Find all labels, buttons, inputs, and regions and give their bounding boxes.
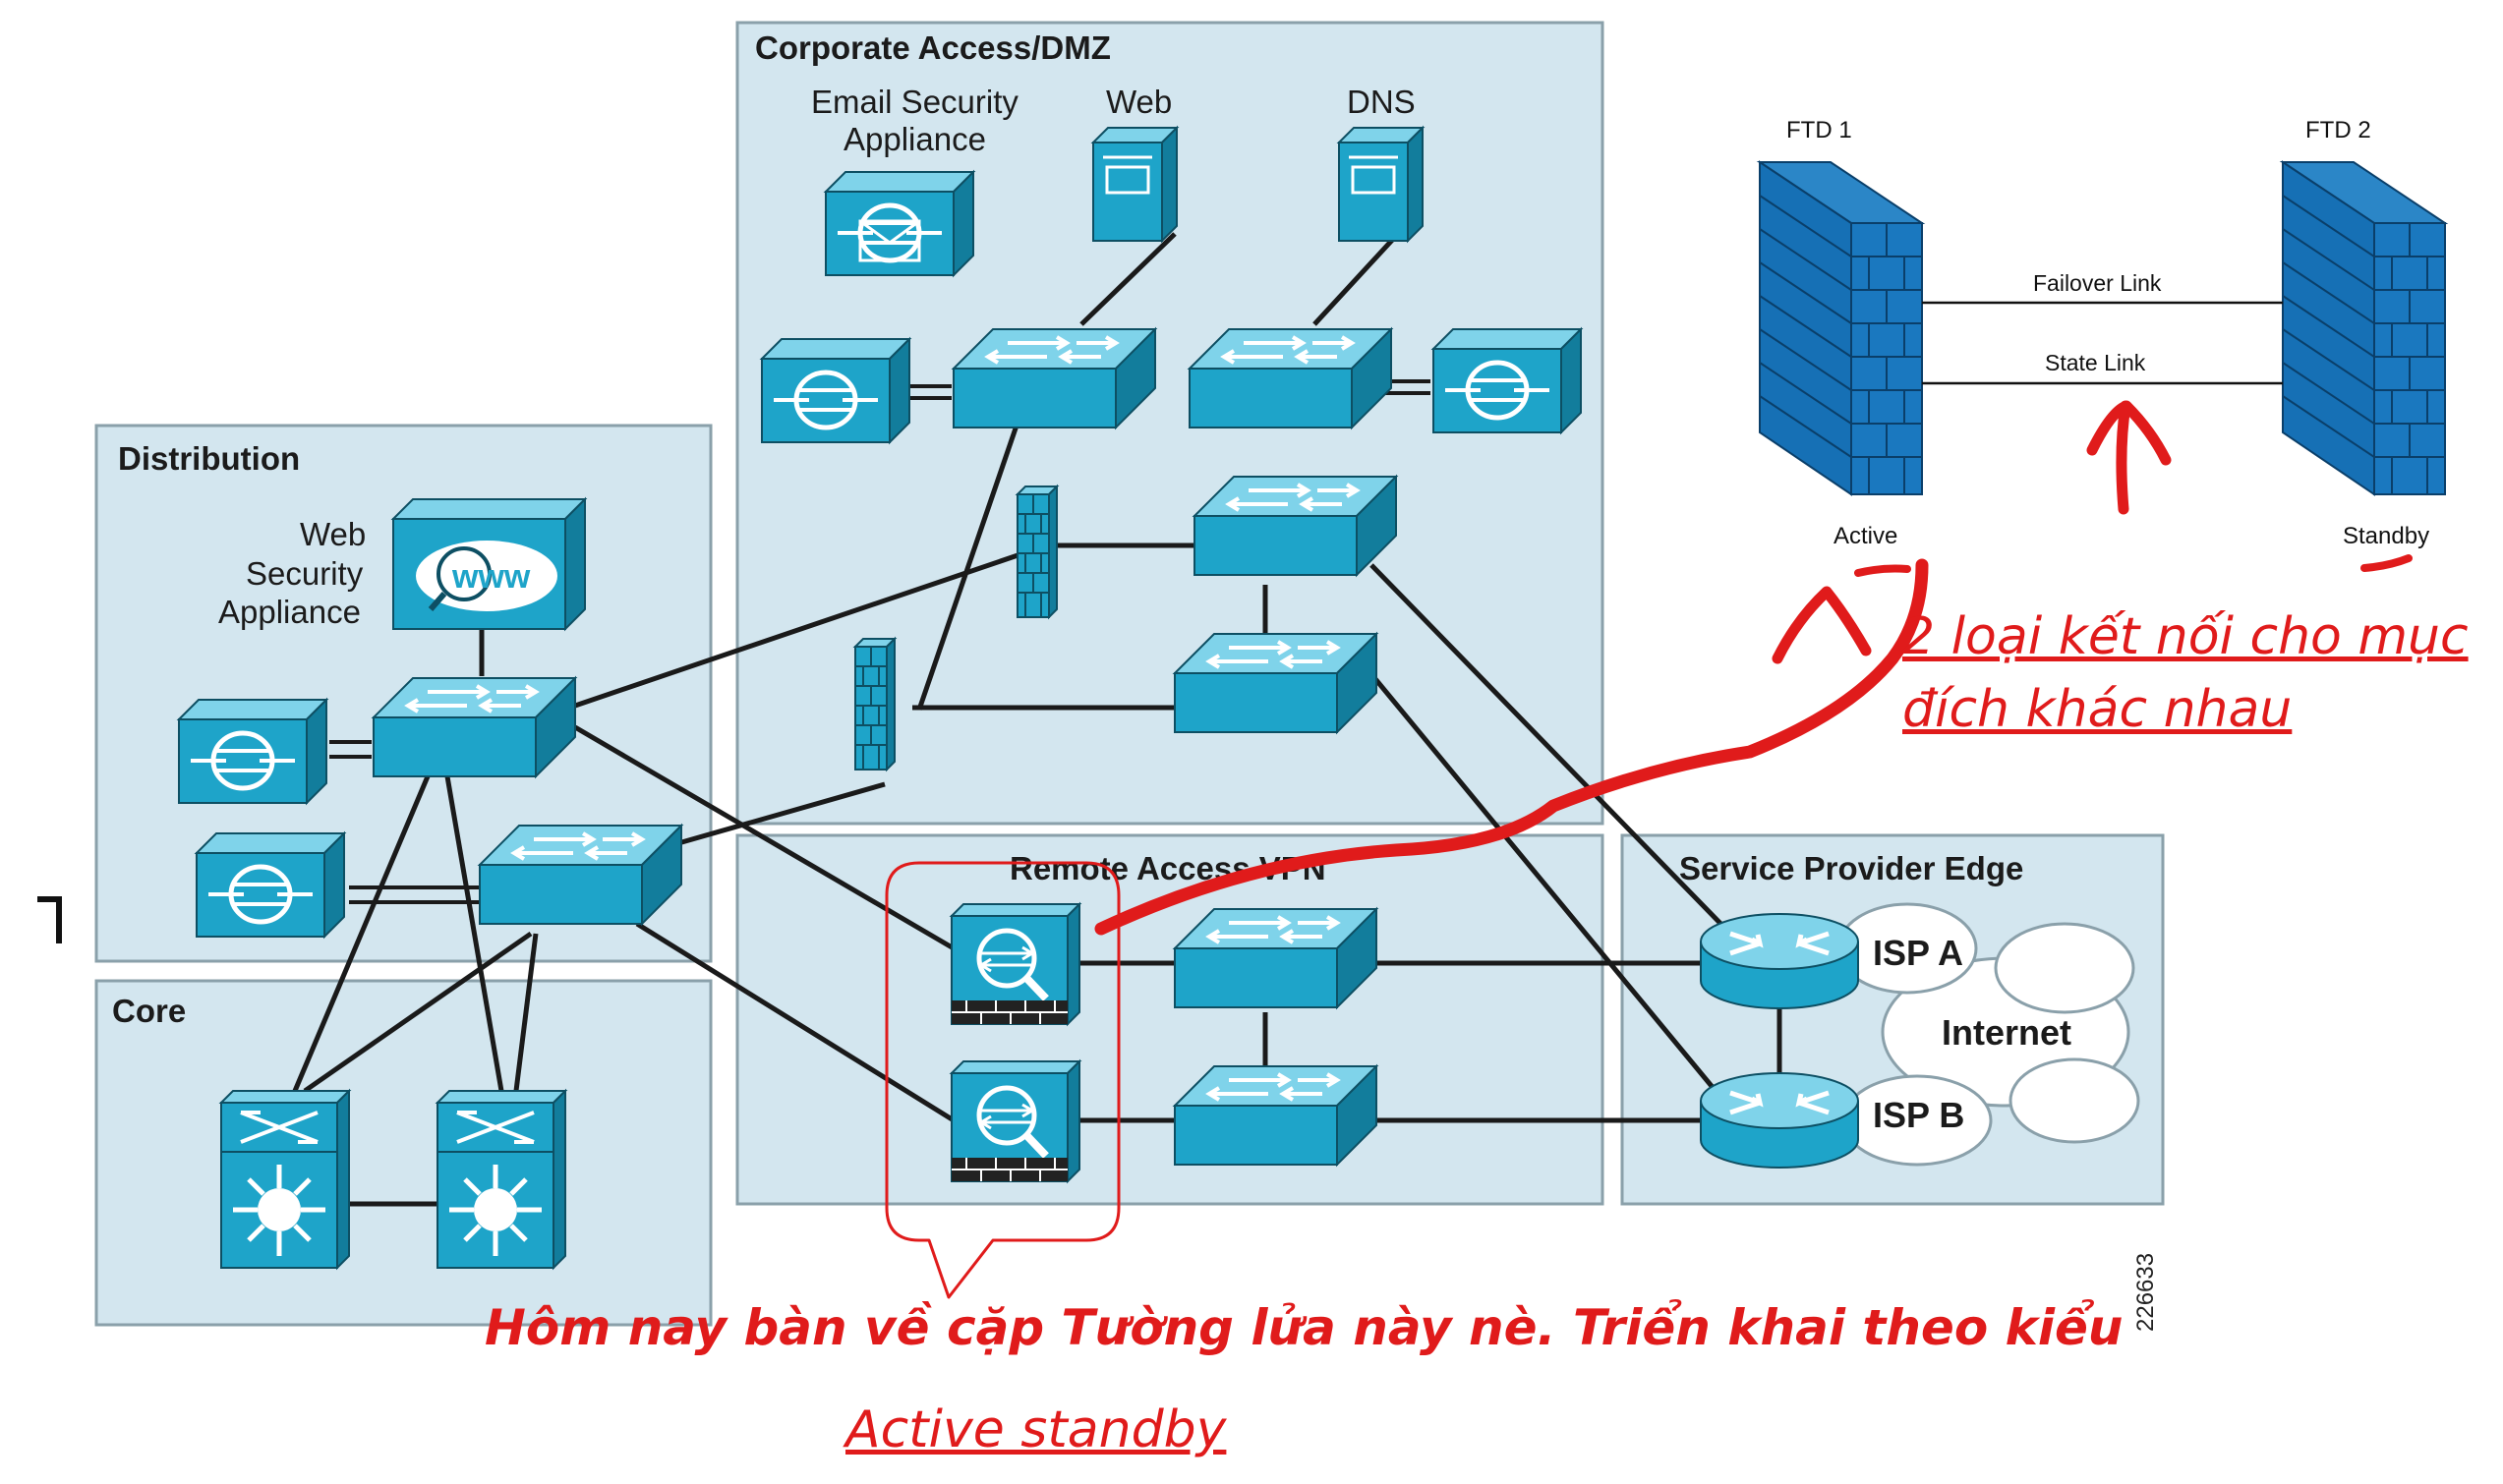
label-internet: Internet — [1942, 1012, 2071, 1053]
label-ftd1: FTD 1 — [1786, 117, 1852, 143]
internet-cloud-icon — [1836, 902, 2140, 1167]
zone-title-edge: Service Provider Edge — [1679, 850, 2023, 886]
vpn-switch-lower-icon — [1173, 1064, 1378, 1167]
label-wsa-security: Security — [246, 555, 364, 592]
dmz-switch-lower-icon — [1173, 632, 1378, 734]
core-switch-left-icon — [221, 1091, 349, 1268]
zone-title-distribution: Distribution — [118, 440, 300, 477]
standby-underline-mark — [2360, 554, 2413, 572]
zone-title-core: Core — [112, 993, 186, 1029]
label-failover-link: Failover Link — [2033, 270, 2162, 296]
state-link-arrow — [2086, 400, 2172, 515]
label-email-security: Email Security — [811, 84, 1019, 120]
dist-switch-lower-icon — [478, 824, 683, 926]
ftd1-firewall-icon — [1756, 160, 1926, 496]
dmz-appliance-left-icon — [762, 339, 909, 442]
ftd2-firewall-icon — [2279, 160, 2449, 496]
label-email-appliance: Appliance — [844, 121, 986, 157]
dist-switch-upper-icon — [372, 676, 577, 778]
web-security-appliance-icon: www — [390, 496, 588, 632]
dns-server-icon — [1337, 126, 1425, 243]
vpn-appliance-lower-icon — [952, 1061, 1079, 1181]
label-standby: Standby — [2343, 523, 2429, 549]
dmz-appliance-right-icon — [1433, 329, 1581, 432]
label-isp-b: ISP B — [1873, 1095, 1964, 1135]
active-underline-mark — [1854, 564, 1911, 577]
dmz-switch-left-icon — [952, 327, 1157, 429]
vpn-to-ftd-arrowhead — [1772, 586, 1872, 664]
label-dns: DNS — [1347, 84, 1416, 120]
label-state-link: State Link — [2045, 350, 2146, 375]
dmz-switch-mid-icon — [1193, 475, 1398, 577]
annotation-two-link-types-line2: đích khác nhau — [1902, 680, 2293, 739]
annotation-active-standby: Active standby — [845, 1400, 1227, 1459]
dist-appliance-lower-icon — [197, 833, 344, 937]
zone-vpn — [735, 833, 1604, 1206]
edge-glyph — [37, 896, 62, 943]
label-isp-a: ISP A — [1873, 933, 1963, 973]
connection-lines — [292, 232, 1782, 1207]
annotation-today-topic: Hôm nay bàn về cặp Tường lửa này nè. Tri… — [485, 1299, 2124, 1356]
dmz-firewall-upper-icon — [1017, 485, 1058, 618]
router-isp-a-icon — [1701, 914, 1858, 1008]
dmz-switch-right-icon — [1188, 327, 1393, 429]
zone-core — [94, 979, 713, 1327]
annotation-two-link-types-line1: 2 loại kết nối cho mục — [1902, 607, 2469, 666]
callout-bubble — [885, 861, 1121, 1299]
dist-appliance-upper-icon — [179, 700, 326, 803]
label-wsa-web: Web — [300, 516, 366, 552]
figure-id: 226633 — [2132, 1253, 2159, 1332]
www-glyph: www — [451, 558, 531, 596]
double-lines — [329, 379, 1430, 904]
core-switch-right-icon — [437, 1091, 565, 1268]
web-server-icon — [1091, 126, 1179, 243]
vpn-to-ftd-arrow — [1094, 558, 1929, 936]
zone-title-dmz: Corporate Access/DMZ — [755, 29, 1111, 66]
vpn-switch-upper-icon — [1173, 907, 1378, 1009]
router-isp-b-icon — [1701, 1073, 1858, 1168]
vpn-appliance-upper-icon — [952, 904, 1079, 1024]
red-annotations — [885, 400, 2413, 1299]
label-wsa-appliance: Appliance — [218, 594, 361, 630]
email-envelope-icon — [858, 219, 921, 262]
dmz-firewall-lower-icon — [854, 638, 896, 771]
label-ftd2: FTD 2 — [2305, 117, 2371, 143]
label-web: Web — [1106, 84, 1172, 120]
label-active: Active — [1834, 523, 1897, 549]
